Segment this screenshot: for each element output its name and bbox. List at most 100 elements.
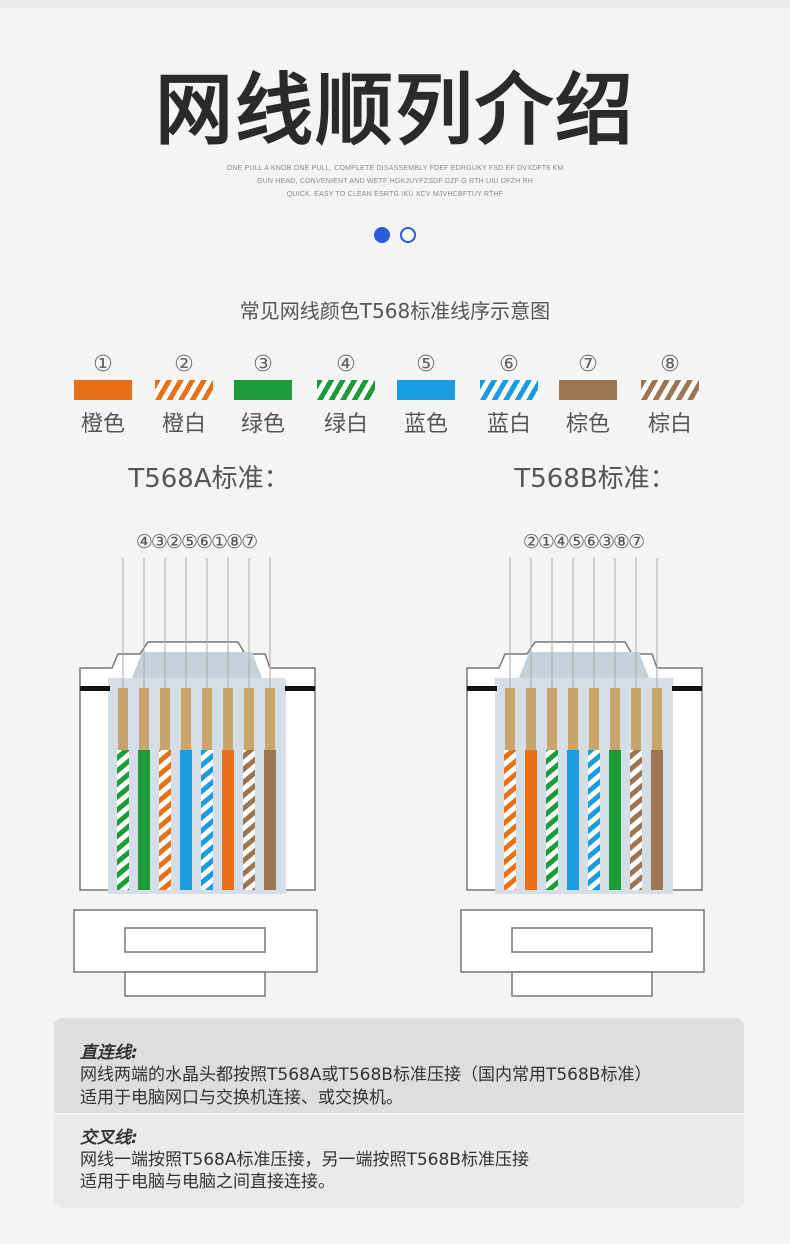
gold-contact [160,688,170,750]
gold-contact [265,688,275,750]
plug-top-cap [132,652,262,678]
wire [504,750,516,890]
wire [180,750,192,890]
legend-color-swatch [480,380,538,400]
wire [222,750,234,890]
legend-label: 蓝色 [403,412,448,437]
carousel-dot-inactive[interactable] [400,227,416,243]
wire [609,750,621,890]
legend-color-swatch [317,380,375,400]
legend-item: ⑧ 棕白 [630,350,710,438]
gold-contact [589,688,599,750]
gold-contact [547,688,557,750]
rj45-plug-t568a [73,558,318,997]
legend-item: ⑦ 棕色 [548,350,628,438]
legend-number: ③ [253,352,273,377]
legend-color-swatch [559,380,617,400]
legend-label: 绿白 [323,412,368,437]
subtext-line: ONE PULL A KNOB ONE PULL, COMPLETE DISAS… [226,165,564,172]
gold-contact [568,688,578,750]
diagram-title: 常见网线颜色T568标准线序示意图 [239,299,551,323]
legend-number: ① [93,352,113,377]
straight-cable-heading: 直连线: [80,1043,138,1063]
plug-cable-end [124,971,266,997]
gold-contact [631,688,641,750]
legend-item: ③ 绿色 [223,350,303,438]
crossover-cable-heading: 交叉线: [80,1128,138,1148]
legend-color-swatch [155,380,213,400]
legend-label: 蓝白 [486,412,531,437]
plug-boot [73,909,318,973]
wire [201,750,213,890]
plug-latch-right [285,686,315,691]
gold-contact [505,688,515,750]
carousel-dot-active[interactable] [374,227,390,243]
gold-contact [652,688,662,750]
legend-color-swatch [234,380,292,400]
wire [243,750,255,890]
legend-item: ⑤ 蓝色 [386,350,466,438]
gold-contact [118,688,128,750]
wire [567,750,579,890]
gold-contact [202,688,212,750]
legend-item: ② 橙白 [144,350,224,438]
plug-boot [460,909,705,973]
pin-order-t568b: ②①④⑤⑥③⑧⑦ [522,531,645,553]
wire [117,750,129,890]
plug-inner [495,678,673,894]
subtext-line: QUICK, EASY TO CLEAN ESRTG IKU XCV MJVHC… [286,191,504,198]
wire [630,750,642,890]
legend-number: ⑤ [416,352,436,377]
gold-contact [610,688,620,750]
plug-inner [108,678,286,894]
wire [651,750,663,890]
crossover-cable-info: 交叉线: 网线一端按照T568A标准压接，另一端按照T568B标准压接 适用于电… [54,1115,744,1208]
legend-color-swatch [641,380,699,400]
standard-title-t568a: T568A标准： [128,464,290,494]
crossover-cable-line1: 网线一端按照T568A标准压接，另一端按照T568B标准压接 [80,1150,529,1170]
carousel-dots [372,227,422,245]
legend-color-swatch [397,380,455,400]
plug-cable-end [511,971,653,997]
plug-top-cap [519,652,649,678]
legend-label: 橙色 [80,412,125,437]
wire [525,750,537,890]
legend-item: ① 橙色 [63,350,143,438]
pin-order-t568a: ④③②⑤⑥①⑧⑦ [135,531,258,553]
straight-cable-info: 直连线: 网线两端的水晶头都按照T568A或T568B标准压接（国内常用T568… [54,1018,744,1113]
legend-number: ⑧ [660,352,680,377]
standard-title-t568b: T568B标准： [514,464,676,494]
wire [264,750,276,890]
legend-item: ④ 绿白 [306,350,386,438]
wire [546,750,558,890]
rj45-plug-t568b [460,558,705,997]
legend-number: ⑦ [578,352,598,377]
page-title: 网线顺列介绍 [154,66,635,156]
plug-latch-right [672,686,702,691]
legend-number: ② [174,352,194,377]
gold-contact [223,688,233,750]
legend-color-swatch [74,380,132,400]
gold-contact [181,688,191,750]
legend-label: 棕色 [565,412,610,437]
wire [138,750,150,890]
wire [588,750,600,890]
legend-label: 棕白 [647,412,692,437]
legend-number: ⑥ [499,352,519,377]
decorative-subtext: ONE PULL A KNOB ONE PULL, COMPLETE DISAS… [0,162,790,201]
gold-contact [244,688,254,750]
plug-latch-left [80,686,110,691]
plug-boot-window [124,927,266,953]
straight-cable-line2: 适用于电脑网口与交换机连接、或交换机。 [80,1088,403,1108]
top-bar [0,0,790,8]
crossover-cable-line2: 适用于电脑与电脑之间直接连接。 [80,1172,335,1192]
legend-label: 绿色 [240,412,285,437]
legend-number: ④ [336,352,356,377]
legend-item: ⑥ 蓝白 [469,350,549,438]
plug-boot-window [511,927,653,953]
straight-cable-line1: 网线两端的水晶头都按照T568A或T568B标准压接（国内常用T568B标准） [80,1065,652,1085]
gold-contact [526,688,536,750]
legend-label: 橙白 [161,412,206,437]
subtext-line: GUN HEAD, CONVENIENT AND WETF HGKJUYFZSD… [256,178,533,185]
plug-latch-left [467,686,497,691]
